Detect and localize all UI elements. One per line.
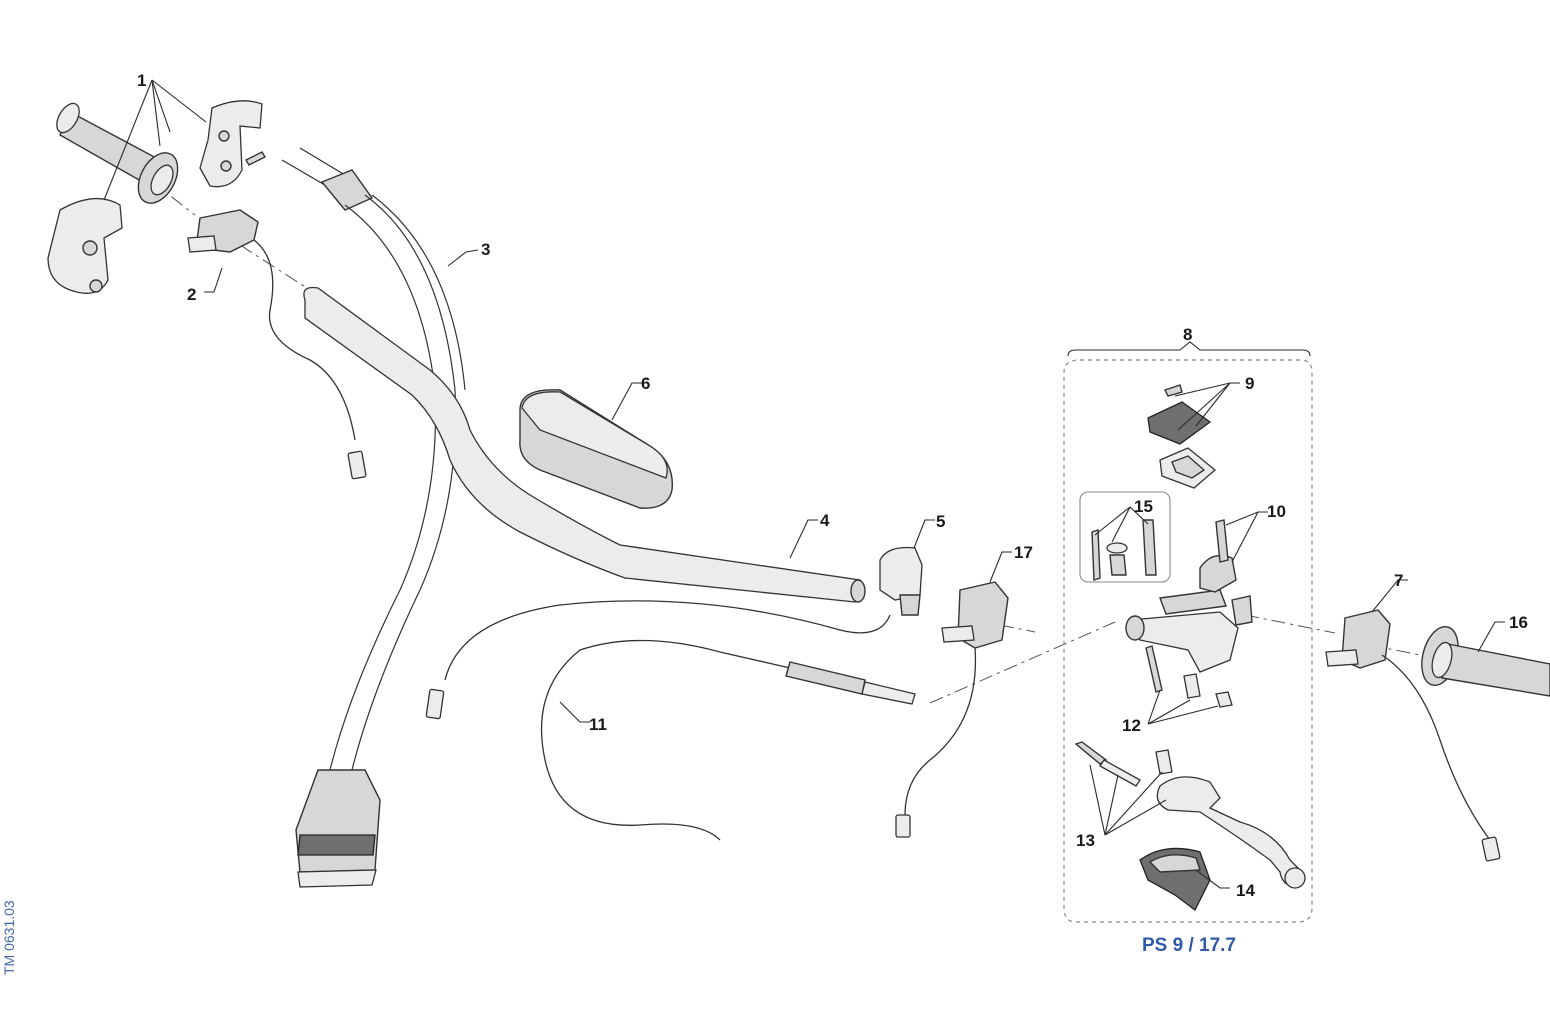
callout-12: 12 bbox=[1122, 716, 1141, 735]
callout-15: 15 bbox=[1134, 497, 1153, 516]
callout-16: 16 bbox=[1509, 613, 1528, 632]
throttle-cables bbox=[281, 147, 479, 888]
bar-pad bbox=[519, 382, 674, 509]
callout-2: 2 bbox=[187, 285, 196, 304]
callout-11: 11 bbox=[589, 715, 607, 734]
callout-10: 10 bbox=[1267, 502, 1286, 521]
callout-1: 1 bbox=[137, 71, 146, 90]
callout-4: 4 bbox=[820, 511, 830, 530]
left-switch bbox=[187, 209, 367, 480]
callout-13: 13 bbox=[1076, 831, 1095, 850]
right-switch bbox=[895, 551, 1012, 838]
handlebar bbox=[303, 286, 866, 603]
callouts: 1 2 3 4 5 6 7 8 9 10 11 12 13 14 15 16 1… bbox=[137, 71, 1528, 900]
kill-switch bbox=[1325, 579, 1501, 862]
callout-7: 7 bbox=[1394, 571, 1403, 590]
callout-14: 14 bbox=[1236, 881, 1255, 900]
control-cable bbox=[540, 639, 916, 841]
master-cylinder-group bbox=[1063, 341, 1313, 923]
page-reference: PS 9 / 17.7 bbox=[1142, 935, 1236, 956]
throttle-grip-assembly bbox=[47, 79, 266, 294]
right-grip bbox=[1421, 621, 1550, 697]
drawing-code: TM 0631.03 bbox=[1, 900, 17, 975]
callout-17: 17 bbox=[1014, 543, 1033, 562]
callout-6: 6 bbox=[641, 374, 650, 393]
callout-8: 8 bbox=[1183, 325, 1192, 344]
callout-5: 5 bbox=[936, 512, 945, 531]
bar-clamp bbox=[425, 519, 935, 720]
callout-3: 3 bbox=[481, 240, 490, 259]
callout-9: 9 bbox=[1245, 374, 1254, 393]
